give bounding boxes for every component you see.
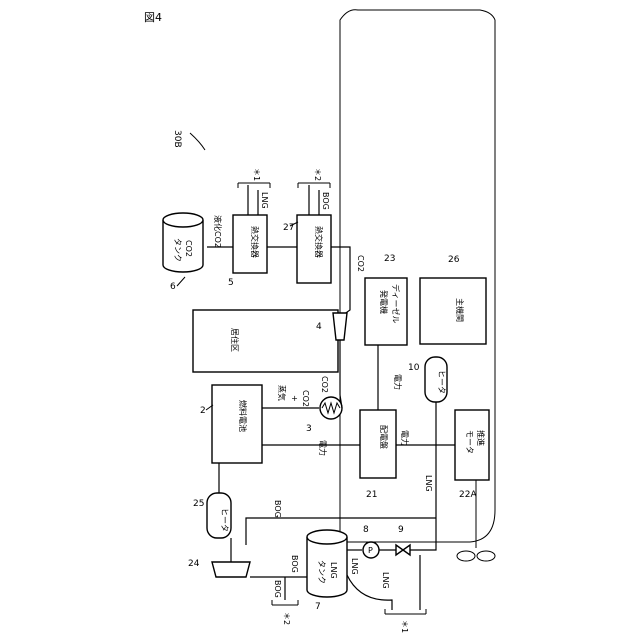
diesel-generator: ディーゼル 発電機 bbox=[365, 278, 407, 345]
bracket-mark2-top bbox=[298, 183, 330, 188]
fuel-cell: 燃料電池 bbox=[212, 385, 262, 463]
label-lng-right: LNG bbox=[424, 475, 433, 492]
ref-7: 7 bbox=[315, 602, 321, 612]
ref-10: 10 bbox=[408, 363, 420, 373]
ref-30B: 30B bbox=[172, 130, 182, 148]
compressor-4 bbox=[333, 313, 347, 340]
ref-2: 2 bbox=[200, 406, 206, 416]
heater-25-label: ヒータ bbox=[220, 508, 229, 532]
diesel-gen-label-a: ディーゼル bbox=[391, 284, 401, 323]
label-bog-mid: BOG bbox=[273, 500, 282, 518]
ref-4: 4 bbox=[316, 322, 322, 332]
ref-22A: 22A bbox=[459, 490, 477, 500]
heater-25: ヒータ bbox=[207, 493, 231, 538]
ref-25: 25 bbox=[193, 499, 204, 509]
mark1-bottom: ＊1 bbox=[400, 620, 409, 633]
propulsion-motor: 推進 モータ bbox=[455, 410, 489, 480]
label-bog-bottom: BOG bbox=[273, 580, 282, 598]
prop-motor-label-b: モータ bbox=[465, 430, 474, 454]
label-power-fc: 電力 bbox=[318, 440, 328, 456]
co2-tank: CO2 タンク bbox=[163, 213, 203, 272]
ref-21: 21 bbox=[366, 490, 377, 500]
propeller-symbol-icon bbox=[457, 551, 495, 561]
fuel-cell-label: 燃料電池 bbox=[238, 400, 248, 432]
ref-5: 5 bbox=[228, 278, 234, 288]
diesel-gen-label-b: 発電機 bbox=[379, 290, 389, 314]
ref-23: 23 bbox=[384, 254, 395, 264]
valve-9 bbox=[396, 545, 410, 555]
label-lng-hx5: LNG bbox=[260, 192, 269, 209]
ref-3: 3 bbox=[306, 424, 312, 434]
ref-6-leader bbox=[177, 277, 185, 286]
figure-title: 図4 bbox=[144, 11, 162, 24]
living-area: 居住区 bbox=[193, 310, 338, 372]
mark1-top: ＊1 bbox=[252, 168, 261, 181]
ref-6: 6 bbox=[170, 282, 176, 292]
co2-tank-label-a: CO2 bbox=[184, 240, 193, 257]
heat-exchanger-27: 熱交換器 bbox=[297, 215, 331, 283]
label-lng-bottom: LNG bbox=[381, 572, 390, 589]
ref-24: 24 bbox=[188, 559, 200, 569]
co2-tank-label-b: タンク bbox=[173, 238, 182, 262]
label-co2-fc: CO2 bbox=[301, 390, 310, 407]
main-engine: 主機関 bbox=[420, 278, 486, 344]
hx-27-label: 熱交換器 bbox=[314, 226, 324, 258]
label-lng-pump: LNG bbox=[350, 558, 359, 575]
heater-10: ヒータ bbox=[425, 357, 447, 402]
compressor-24 bbox=[212, 562, 250, 577]
ref-9: 9 bbox=[398, 525, 404, 535]
switchboard-label: 配電盤 bbox=[379, 425, 389, 449]
mark2-bottom: ＊2 bbox=[282, 612, 291, 625]
living-area-label: 居住区 bbox=[230, 328, 240, 352]
lng-tank-label-b: タンク bbox=[317, 560, 326, 584]
switchboard: 配電盤 bbox=[360, 410, 396, 478]
label-power-diesel: 電力 bbox=[393, 374, 403, 390]
mark2-top: ＊2 bbox=[313, 168, 322, 181]
lng-tank-label-a: LNG bbox=[329, 562, 338, 579]
label-plus: + bbox=[290, 395, 299, 402]
label-bog-hx27: BOG bbox=[321, 192, 330, 210]
prop-motor-label-a: 推進 bbox=[476, 430, 486, 446]
bracket-mark1-top bbox=[238, 183, 270, 188]
label-co2-top: CO2 bbox=[356, 255, 365, 272]
ref-8: 8 bbox=[363, 525, 369, 535]
label-co2-mid: CO2 bbox=[320, 376, 329, 393]
main-engine-label: 主機関 bbox=[455, 298, 465, 322]
lng-tank: LNG タンク bbox=[307, 530, 347, 597]
pump-symbol: P bbox=[368, 546, 373, 555]
heat-exchanger-3 bbox=[320, 397, 342, 419]
label-liquefied-co2: 液化CO2 bbox=[213, 215, 223, 248]
flow-valve-to-heater10 bbox=[410, 520, 436, 550]
ref-30B-leader bbox=[190, 133, 205, 150]
heater-10-label: ヒータ bbox=[437, 370, 446, 394]
hx-5-label: 熱交換器 bbox=[250, 226, 260, 258]
label-power-motor: 電力 bbox=[400, 430, 410, 446]
bracket-mark2-bottom bbox=[272, 600, 298, 605]
label-steam: 蒸気 bbox=[277, 385, 287, 401]
label-bog-tank: BOG bbox=[290, 555, 299, 573]
ref-26: 26 bbox=[448, 255, 460, 265]
heat-exchanger-5: 熱交換器 bbox=[233, 215, 267, 273]
